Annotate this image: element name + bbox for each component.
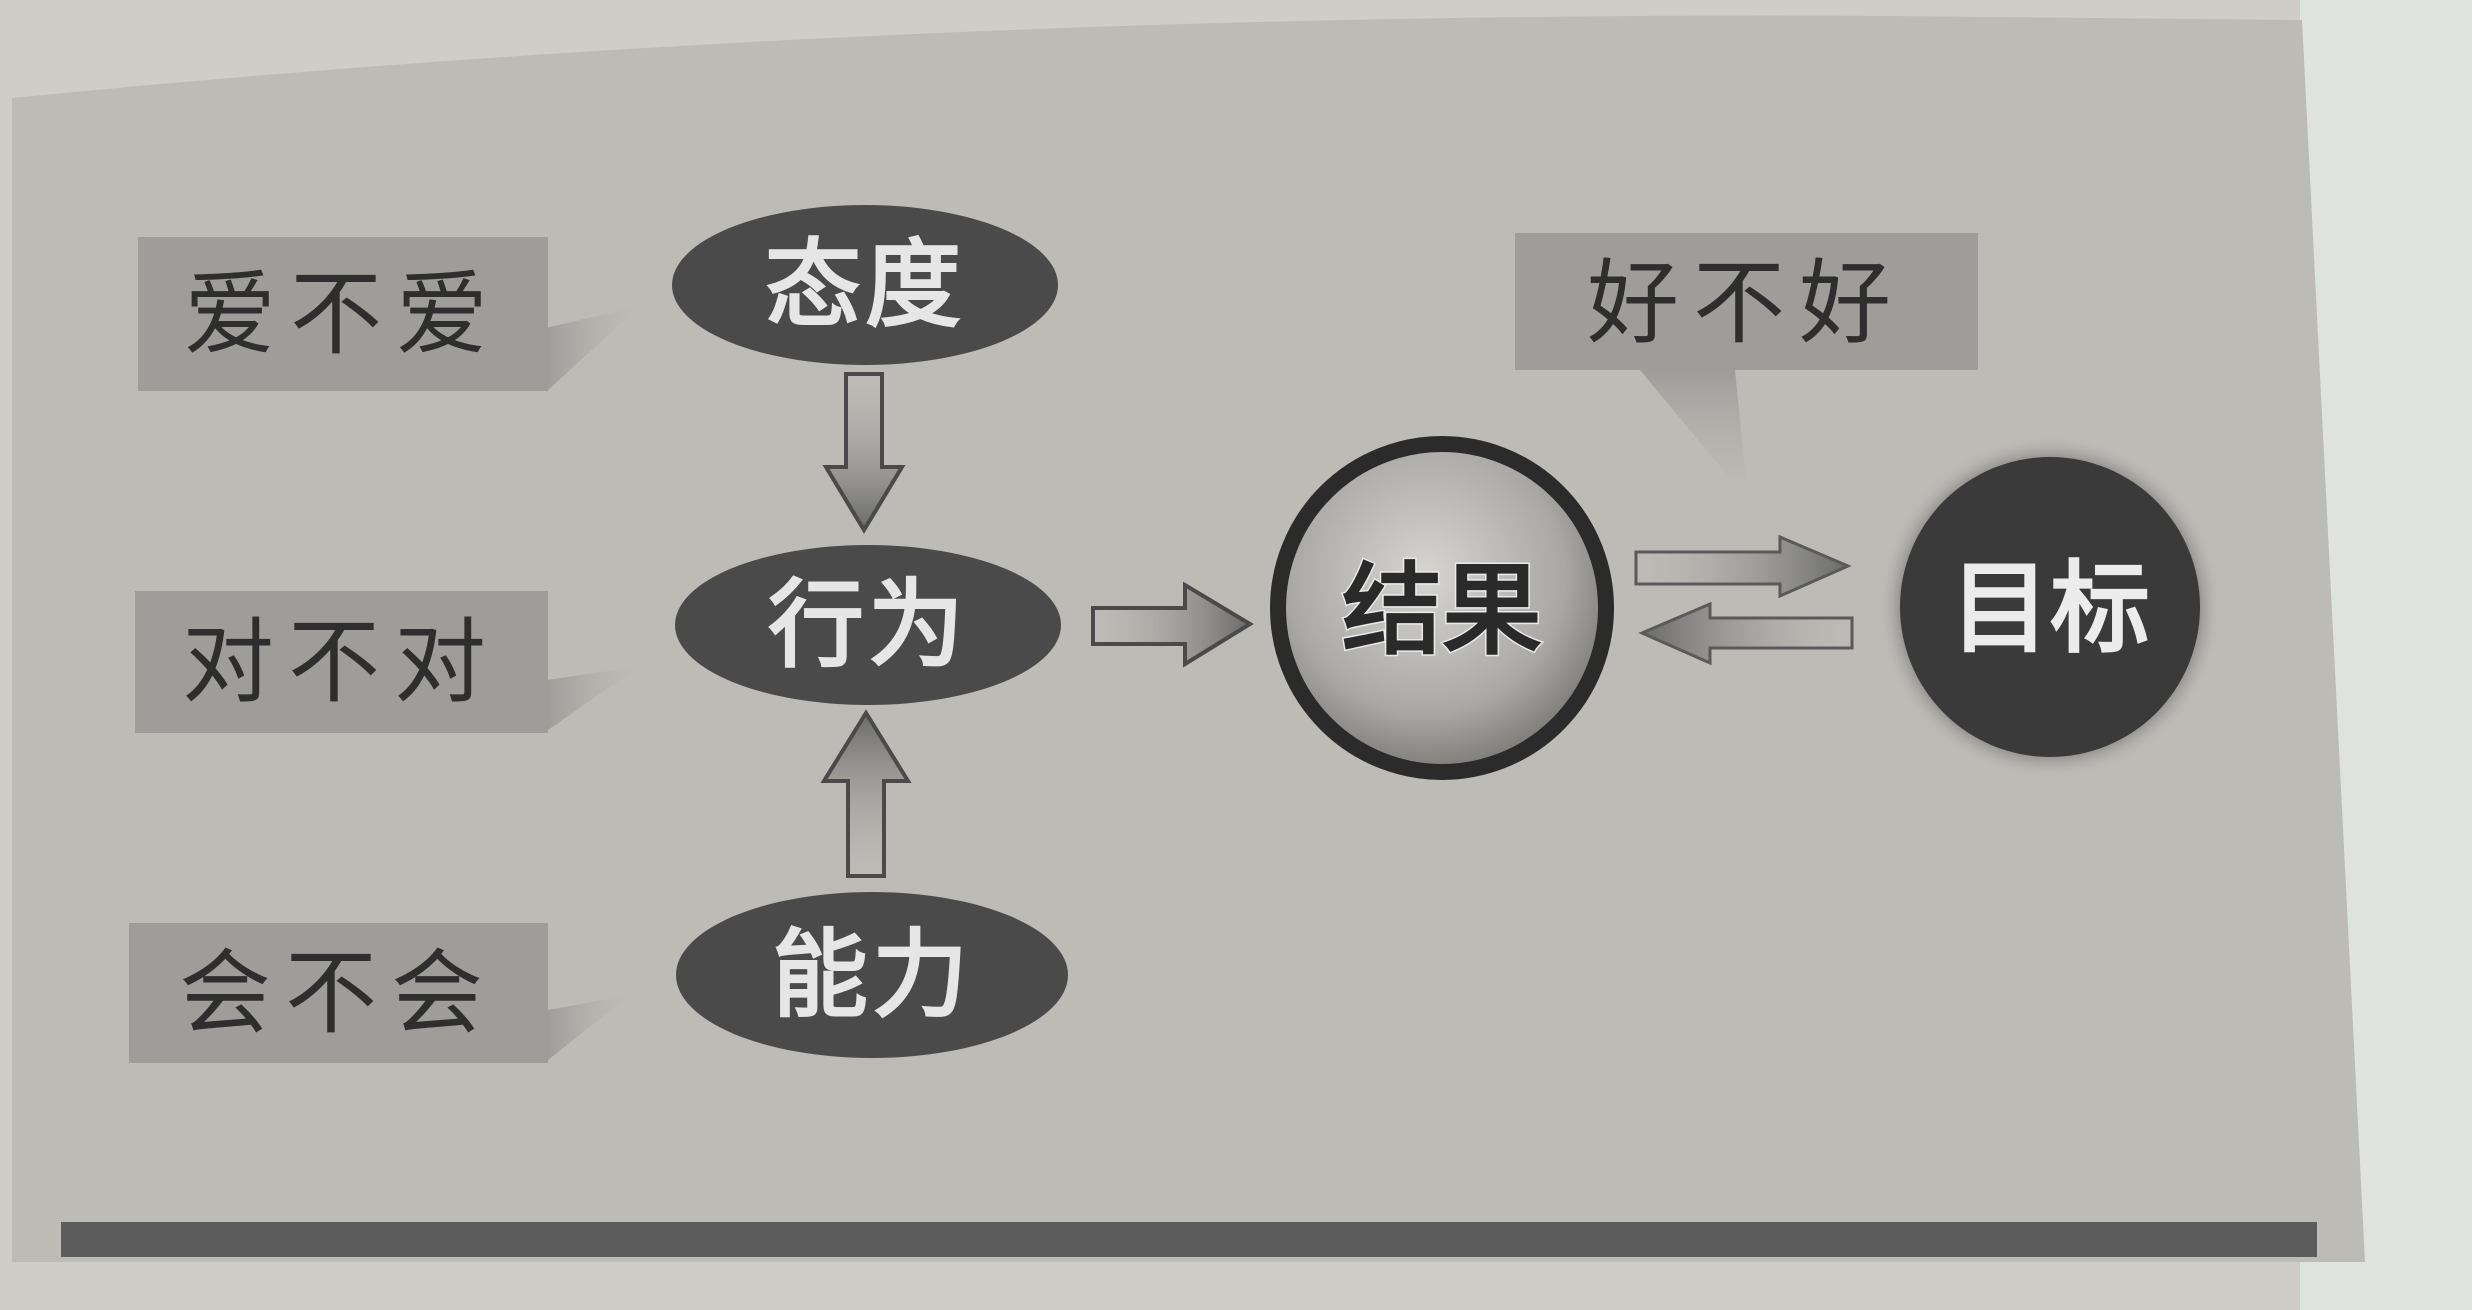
callout-box xyxy=(138,237,548,391)
callout-tail xyxy=(546,306,640,392)
callout-goal-check: 好不好 xyxy=(1515,233,1978,500)
callout-text: 会不会 xyxy=(179,940,497,1047)
node-shape xyxy=(676,892,1068,1058)
node-shape xyxy=(672,205,1058,365)
callout-box xyxy=(135,591,548,733)
callout-box xyxy=(129,923,548,1063)
arrow-behavior-to-result xyxy=(1091,581,1254,668)
node-goal: 目标 xyxy=(1878,435,2222,779)
node-result: 结果 xyxy=(1270,436,1614,780)
callout-tail xyxy=(548,995,630,1060)
arrow-goal-to-result xyxy=(1638,601,1854,666)
bottom-bar xyxy=(61,1222,2317,1257)
callout-text: 爱不爱 xyxy=(184,261,502,368)
node-shape xyxy=(675,545,1061,705)
node-label: 结果 xyxy=(1342,552,1542,669)
node-label: 目标 xyxy=(1950,550,2150,667)
node-shape xyxy=(1270,436,1614,780)
node-label: 行为 xyxy=(768,569,968,681)
arrow-left-icon xyxy=(1638,601,1854,666)
node-shape xyxy=(1900,457,2200,757)
arrow-up-icon xyxy=(820,709,912,878)
arrow-down-icon xyxy=(822,372,906,534)
callout-tail xyxy=(1640,370,1748,500)
node-label: 能力 xyxy=(772,919,972,1031)
node-behavior: 行为 xyxy=(675,545,1061,705)
callout-text: 好不好 xyxy=(1587,250,1905,357)
callout-attitude: 爱不爱 xyxy=(138,237,640,392)
callout-text: 对不对 xyxy=(182,609,500,716)
arrow-right-icon xyxy=(1091,581,1254,668)
node-attitude: 态度 xyxy=(672,205,1058,365)
arrow-right-icon xyxy=(1634,534,1852,599)
callout-ability: 会不会 xyxy=(129,923,630,1063)
arrow-attitude-to-behavior xyxy=(822,372,906,534)
node-ability: 能力 xyxy=(676,892,1068,1058)
callout-tail xyxy=(548,666,640,730)
arrow-ability-to-behavior xyxy=(820,709,912,878)
node-label: 态度 xyxy=(765,229,965,341)
callout-behavior: 对不对 xyxy=(135,591,640,733)
callout-box xyxy=(1515,233,1978,370)
arrow-result-to-goal xyxy=(1634,534,1852,599)
